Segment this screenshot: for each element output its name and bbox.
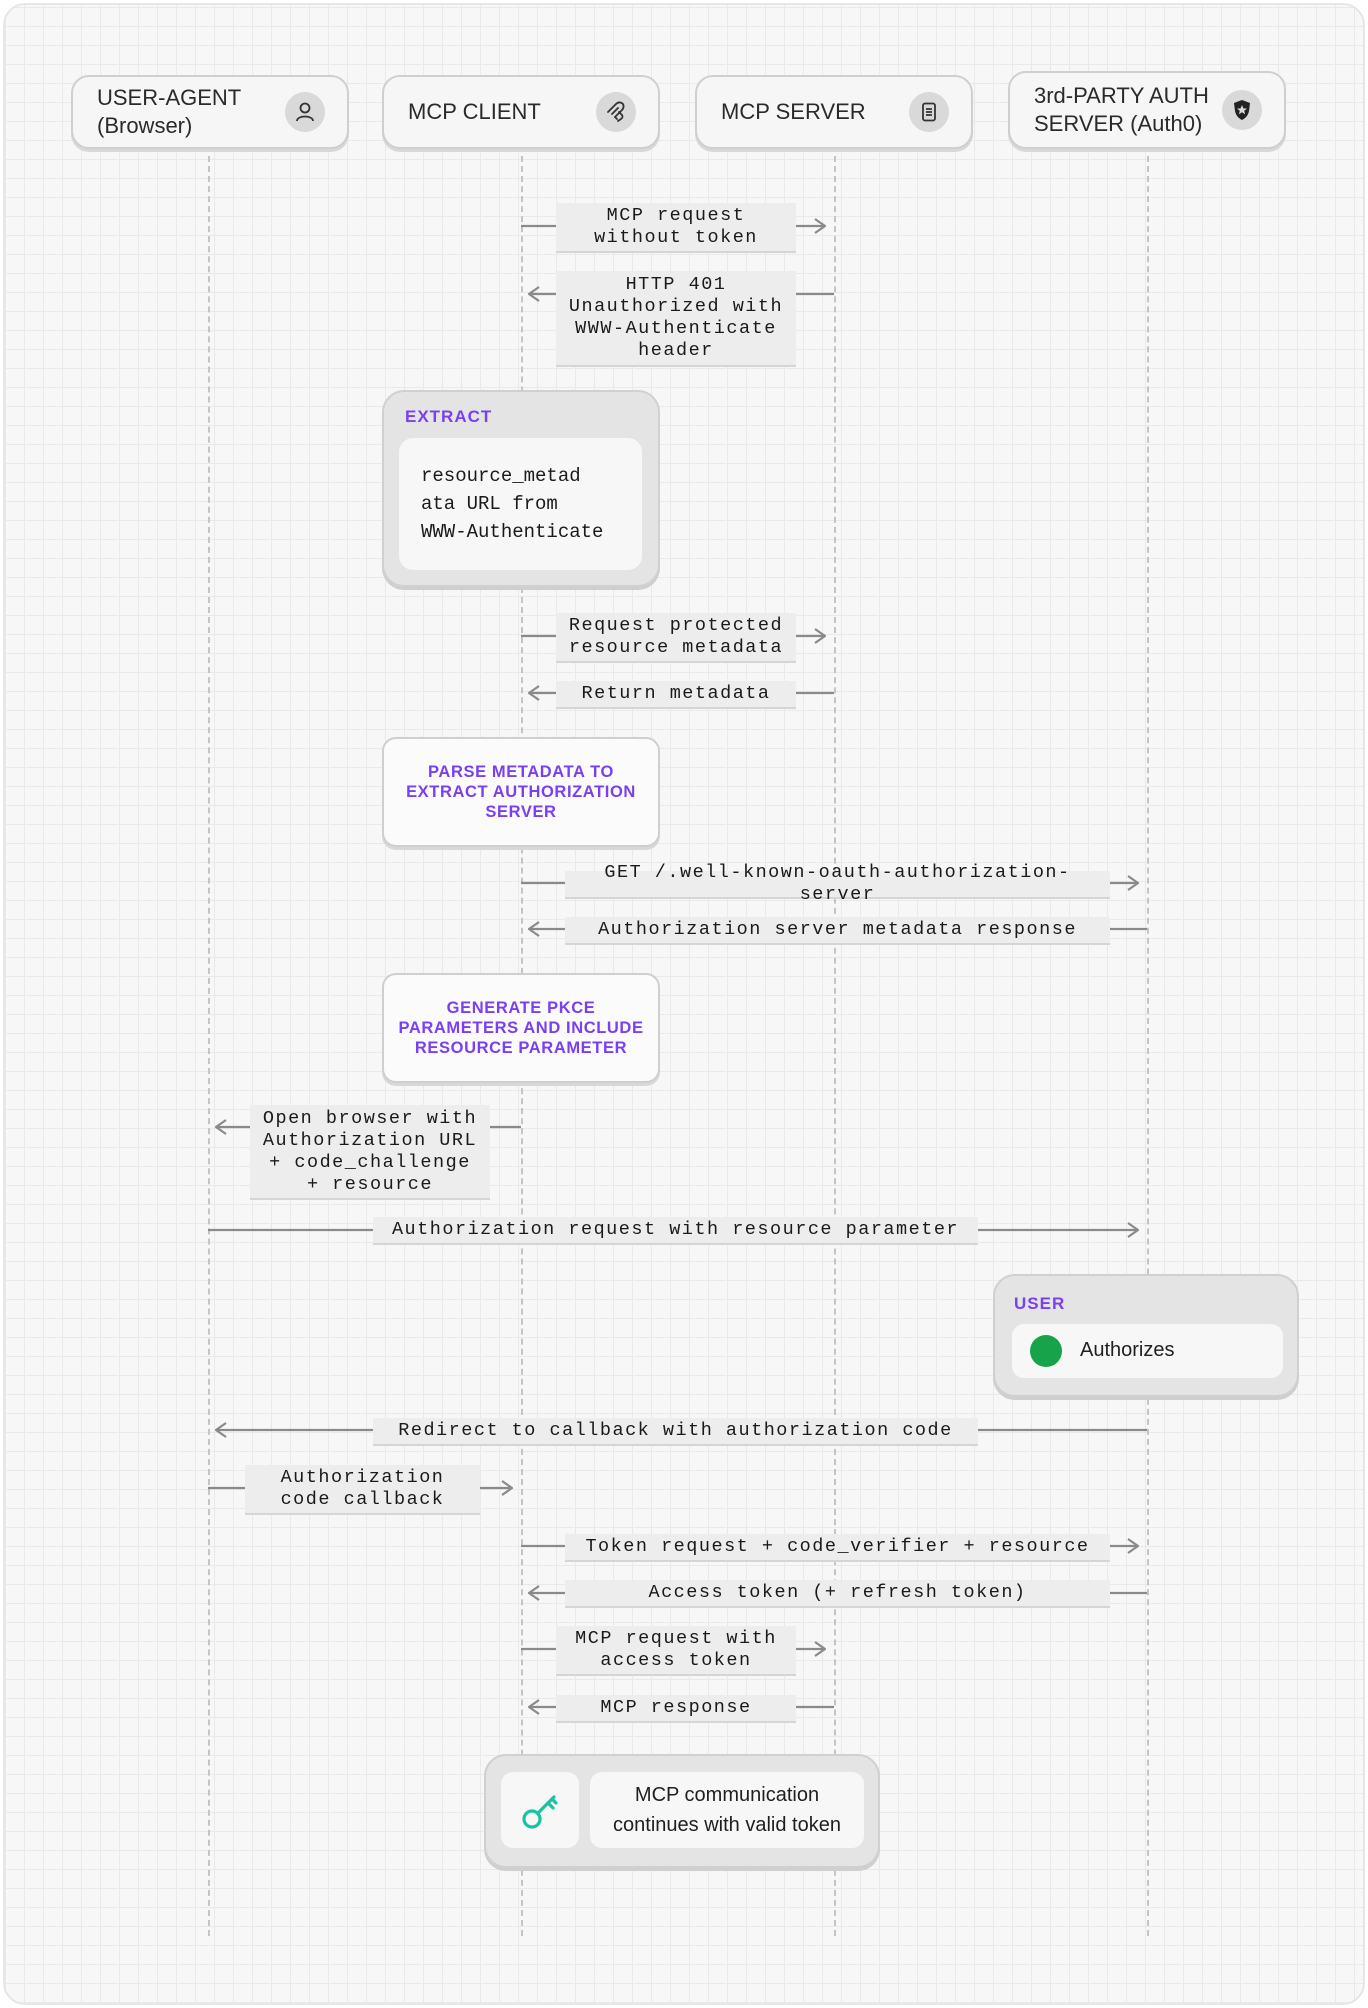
diagram-canvas: USER-AGENT (Browser) MCP CLIENT MCP SERV… [3, 3, 1365, 2005]
person-icon [285, 92, 325, 132]
message-http-401: HTTP 401 Unauthorized with WWW-Authentic… [556, 271, 796, 365]
step-parse-metadata: PARSE METADATA TO EXTRACT AUTHORIZATION … [382, 737, 660, 847]
user-action-card: Authorizes [1012, 1324, 1283, 1378]
server-icon [909, 92, 949, 132]
message-mcp-request-with-token: MCP request with access token [556, 1626, 796, 1674]
key-icon [520, 1790, 562, 1837]
message-get-well-known: GET /.well-known-oauth-authorization-ser… [565, 862, 1110, 905]
message-redirect-callback: Redirect to callback with authorization … [373, 1418, 978, 1444]
message-auth-server-metadata: Authorization server metadata response [565, 917, 1110, 943]
message-token-request: Token request + code_verifier + resource [565, 1534, 1110, 1560]
message-mcp-request-no-token: MCP request without token [556, 203, 796, 251]
actor-user-agent: USER-AGENT (Browser) [71, 75, 349, 149]
message-request-resource-metadata: Request protected resource metadata [556, 613, 796, 661]
extract-title: EXTRACT [405, 407, 493, 426]
key-icon-card [501, 1772, 579, 1848]
auth0-shield-icon [1222, 90, 1262, 130]
actor-label: 3rd-PARTY AUTH SERVER (Auth0) [1034, 83, 1209, 136]
actor-label: USER-AGENT (Browser) [97, 85, 242, 138]
mcp-logo-icon [596, 92, 636, 132]
actor-auth-server: 3rd-PARTY AUTH SERVER (Auth0) [1008, 71, 1286, 149]
actor-label: MCP CLIENT [408, 99, 541, 124]
actor-mcp-server: MCP SERVER [695, 75, 973, 149]
lifeline-auth-server [1147, 156, 1149, 1936]
message-authorization-request: Authorization request with resource para… [373, 1217, 978, 1243]
actor-label: MCP SERVER [721, 99, 866, 124]
message-access-token: Access token (+ refresh token) [565, 1580, 1110, 1606]
step-generate-pkce: GENERATE PKCE PARAMETERS AND INCLUDE RES… [382, 973, 660, 1083]
final-panel: MCP communication continues with valid t… [484, 1754, 880, 1868]
status-dot-icon [1030, 1335, 1062, 1367]
lifeline-mcp-server [834, 156, 836, 1936]
actor-mcp-client: MCP CLIENT [382, 75, 660, 149]
message-return-metadata: Return metadata [556, 681, 796, 707]
message-mcp-response: MCP response [556, 1695, 796, 1721]
user-title: USER [1014, 1294, 1066, 1313]
user-action-label: Authorizes [1080, 1339, 1175, 1361]
final-text: MCP communication continues with valid t… [613, 1784, 841, 1836]
message-authorization-code-callback: Authorization code callback [245, 1465, 480, 1513]
message-open-browser: Open browser with Authorization URL + co… [250, 1105, 490, 1198]
extract-body-card: resource_metad ata URL from WWW-Authenti… [399, 438, 642, 570]
user-panel: USER Authorizes [993, 1274, 1299, 1397]
extract-panel: EXTRACT resource_metad ata URL from WWW-… [382, 390, 660, 587]
final-text-card: MCP communication continues with valid t… [590, 1772, 864, 1848]
lifeline-user-agent [208, 156, 210, 1936]
extract-body-text: resource_metad ata URL from WWW-Authenti… [421, 465, 604, 543]
